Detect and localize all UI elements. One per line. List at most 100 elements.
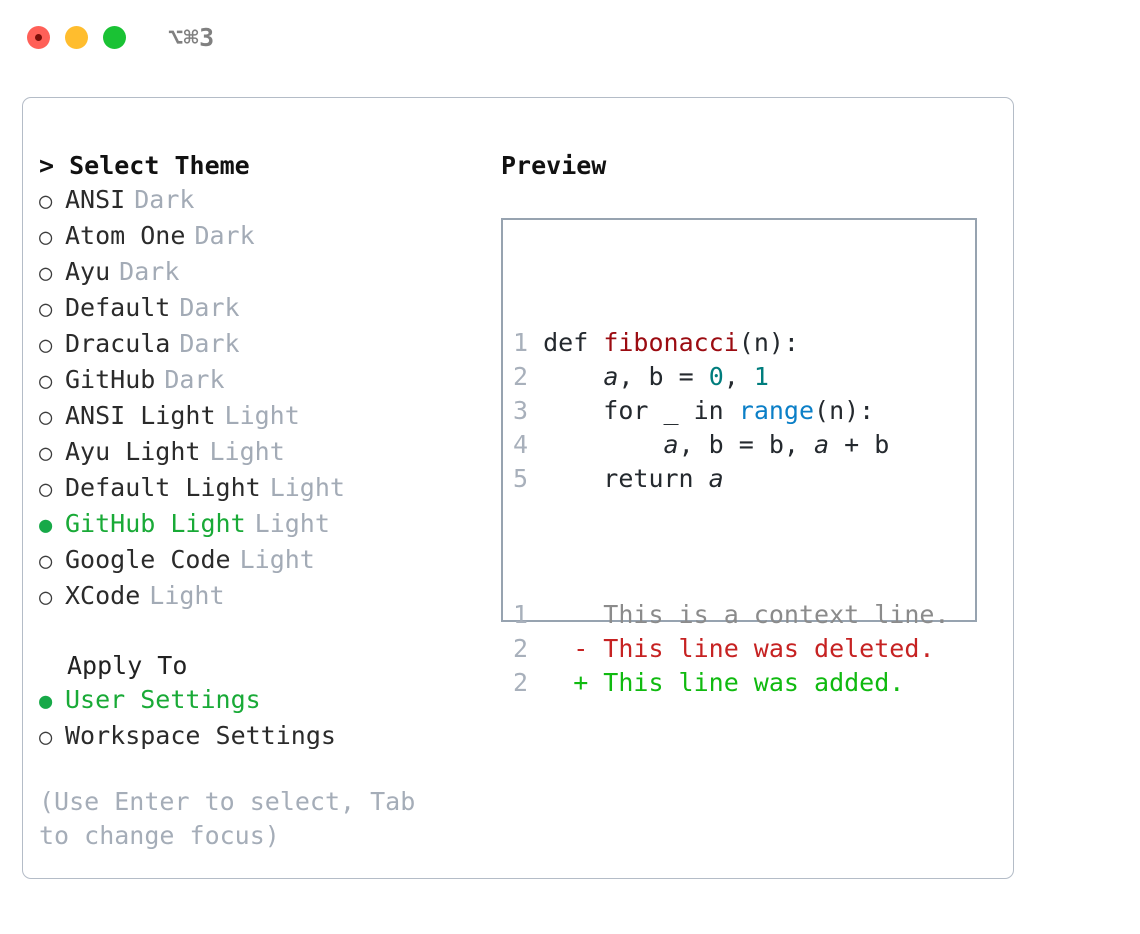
line-number: 5 bbox=[513, 464, 529, 493]
radio-unselected-icon: ○ bbox=[39, 441, 53, 466]
radio-unselected-icon: ○ bbox=[39, 297, 53, 322]
radio-selected-icon: ● bbox=[39, 513, 53, 538]
option-tag: Dark bbox=[164, 365, 225, 394]
code-line: 3 for _ in range(n): bbox=[513, 394, 949, 428]
token-plain: def bbox=[543, 328, 604, 357]
radio-unselected-icon: ○ bbox=[39, 189, 53, 214]
close-button[interactable] bbox=[27, 26, 50, 49]
option-label: Workspace Settings bbox=[65, 721, 336, 750]
apply-option-user-settings[interactable]: ●User Settings bbox=[39, 683, 499, 719]
theme-option-github[interactable]: ○ GitHub Dark bbox=[39, 363, 499, 399]
minimize-button[interactable] bbox=[65, 26, 88, 49]
theme-option-github-light[interactable]: ● GitHub Light Light bbox=[39, 507, 499, 543]
apply-to-title: Apply To bbox=[67, 651, 188, 680]
line-number: 4 bbox=[513, 430, 529, 459]
option-tag: Dark bbox=[194, 221, 255, 250]
diff-lines: 1 This is a context line.2 - This line w… bbox=[513, 598, 949, 700]
diff-line-add: 2 + This line was added. bbox=[513, 666, 949, 700]
token-var: a bbox=[663, 430, 679, 459]
radio-unselected-icon: ○ bbox=[39, 477, 53, 502]
list-spacer bbox=[39, 615, 499, 649]
diff-line-ctx: 1 This is a context line. bbox=[513, 598, 949, 632]
apply-option-workspace-settings[interactable]: ○ Workspace Settings bbox=[39, 719, 499, 755]
radio-unselected-icon: ○ bbox=[39, 333, 53, 358]
radio-unselected-icon: ○ bbox=[39, 585, 53, 610]
keyboard-hint: (Use Enter to select, Tab to change focu… bbox=[39, 787, 431, 850]
radio-unselected-icon: ○ bbox=[39, 725, 53, 750]
token-plain bbox=[543, 430, 663, 459]
line-number: 1 bbox=[513, 328, 529, 357]
option-label: GitHub bbox=[65, 365, 156, 394]
diff-text: + This line was added. bbox=[543, 668, 905, 697]
diff-line-del: 2 - This line was deleted. bbox=[513, 632, 949, 666]
token-plain: , b = bbox=[618, 362, 709, 391]
token-var: a bbox=[708, 464, 724, 493]
apply-to-list: ●User Settings ○ Workspace Settings bbox=[39, 683, 499, 755]
option-tag: Dark bbox=[179, 293, 240, 322]
radio-unselected-icon: ○ bbox=[39, 261, 53, 286]
preview-title: Preview bbox=[501, 151, 607, 180]
token-var: a bbox=[603, 362, 619, 391]
option-label: ANSI Light bbox=[65, 401, 216, 430]
theme-option-atom-one[interactable]: ○ Atom One Dark bbox=[39, 219, 499, 255]
option-label: Dracula bbox=[65, 329, 171, 358]
token-plain: (n): bbox=[738, 328, 799, 357]
zoom-button[interactable] bbox=[103, 26, 126, 49]
option-label: Default Light bbox=[65, 473, 261, 502]
token-plain: return bbox=[543, 464, 709, 493]
theme-option-default-light[interactable]: ○ Default Light Light bbox=[39, 471, 499, 507]
option-label: Ayu Light bbox=[65, 437, 201, 466]
token-num: 1 bbox=[753, 362, 769, 391]
token-builtin: range bbox=[738, 396, 815, 425]
option-tag: Dark bbox=[119, 257, 180, 286]
token-plain: , bbox=[723, 362, 754, 391]
option-tag: Light bbox=[239, 545, 315, 574]
code-text: return a bbox=[543, 462, 724, 496]
keyboard-shortcut-label: ⌥⌘3 bbox=[168, 23, 215, 52]
theme-option-ayu[interactable]: ○ Ayu Dark bbox=[39, 255, 499, 291]
diff-text: - This line was deleted. bbox=[543, 634, 935, 663]
radio-selected-icon: ● bbox=[39, 689, 53, 714]
window-controls bbox=[27, 26, 126, 49]
code-text: def fibonacci(n): bbox=[543, 326, 799, 360]
radio-unselected-icon: ○ bbox=[39, 549, 53, 574]
option-tag: Light bbox=[224, 401, 300, 430]
theme-option-default[interactable]: ○ Default Dark bbox=[39, 291, 499, 327]
token-plain: , b = b, bbox=[678, 430, 815, 459]
code-text: for _ in range(n): bbox=[543, 394, 874, 428]
token-plain: for _ in bbox=[543, 396, 739, 425]
option-label: Ayu bbox=[65, 257, 111, 286]
option-label: Default bbox=[65, 293, 171, 322]
option-tag: Light bbox=[269, 473, 345, 502]
option-label: ANSI bbox=[65, 185, 126, 214]
option-label: GitHub Light bbox=[65, 509, 246, 538]
title-bar: ⌥⌘3 bbox=[0, 0, 1140, 76]
radio-unselected-icon: ○ bbox=[39, 225, 53, 250]
token-plain: (n): bbox=[814, 396, 875, 425]
code-line: 4 a, b = b, a + b bbox=[513, 428, 949, 462]
line-number: 2 bbox=[513, 668, 529, 697]
option-tag: Light bbox=[254, 509, 330, 538]
line-number: 2 bbox=[513, 634, 529, 663]
option-label: Atom One bbox=[65, 221, 186, 250]
code-line: 5 return a bbox=[513, 462, 949, 496]
code-text: a, b = b, a + b bbox=[543, 428, 890, 462]
token-plain: + b bbox=[829, 430, 890, 459]
code-line: 2 a, b = 0, 1 bbox=[513, 360, 949, 394]
code-line: 1 def fibonacci(n): bbox=[513, 326, 949, 360]
token-fn: fibonacci bbox=[603, 328, 739, 357]
radio-unselected-icon: ○ bbox=[39, 369, 53, 394]
